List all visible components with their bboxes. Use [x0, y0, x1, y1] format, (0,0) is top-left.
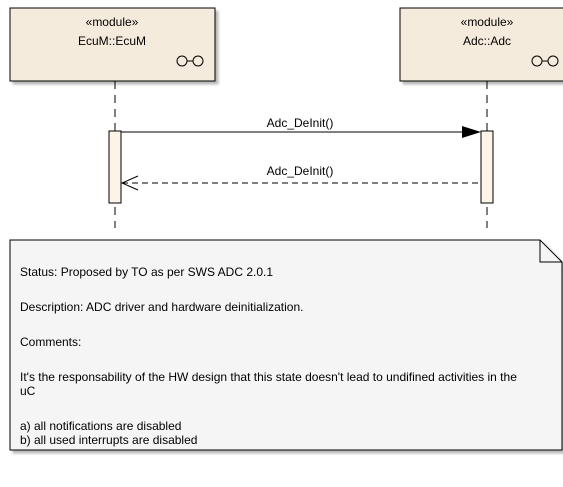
activation-bar-adc — [480, 130, 494, 204]
message-return-label: Adc_DeInit() — [267, 164, 334, 178]
open-arrow-icon — [120, 175, 139, 191]
note-shape — [9, 239, 563, 451]
message-call-label: Adc_DeInit() — [267, 116, 334, 130]
note-comments-text: It's the responsability of the HW design… — [20, 370, 517, 398]
lifeline-ecum[interactable]: «module» EcuM::EcuM — [9, 7, 216, 82]
note-list-item-b: b) all used interrupts are disabled — [20, 433, 198, 447]
note: Status: Proposed by TO as per SWS ADC 2.… — [10, 240, 540, 450]
component-icon — [531, 55, 559, 67]
message-return[interactable]: Adc_DeInit() — [120, 164, 481, 191]
note-fold-icon — [539, 240, 562, 263]
activation-bar-ecum — [108, 130, 122, 204]
lifeline-ecum-stereotype: «module» — [86, 15, 139, 29]
message-call[interactable]: Adc_DeInit() — [121, 116, 481, 138]
lifeline-adc[interactable]: «module» Adc::Adc — [399, 7, 563, 82]
note-description: Description: ADC driver and hardware dei… — [20, 300, 304, 314]
lifeline-ecum-box — [9, 7, 216, 82]
lifeline-adc-stereotype: «module» — [461, 15, 514, 29]
note-comments-label: Comments: — [20, 335, 82, 349]
lifeline-ecum-name: EcuM::EcuM — [78, 34, 146, 48]
filled-arrow-icon — [462, 126, 481, 138]
lifeline-adc-name: Adc::Adc — [463, 34, 511, 48]
component-icon — [176, 55, 204, 67]
note-status: Status: Proposed by TO as per SWS ADC 2.… — [20, 265, 274, 279]
note-list-item-a: a) all notifications are disabled — [20, 419, 182, 433]
lifeline-adc-box — [399, 7, 563, 82]
